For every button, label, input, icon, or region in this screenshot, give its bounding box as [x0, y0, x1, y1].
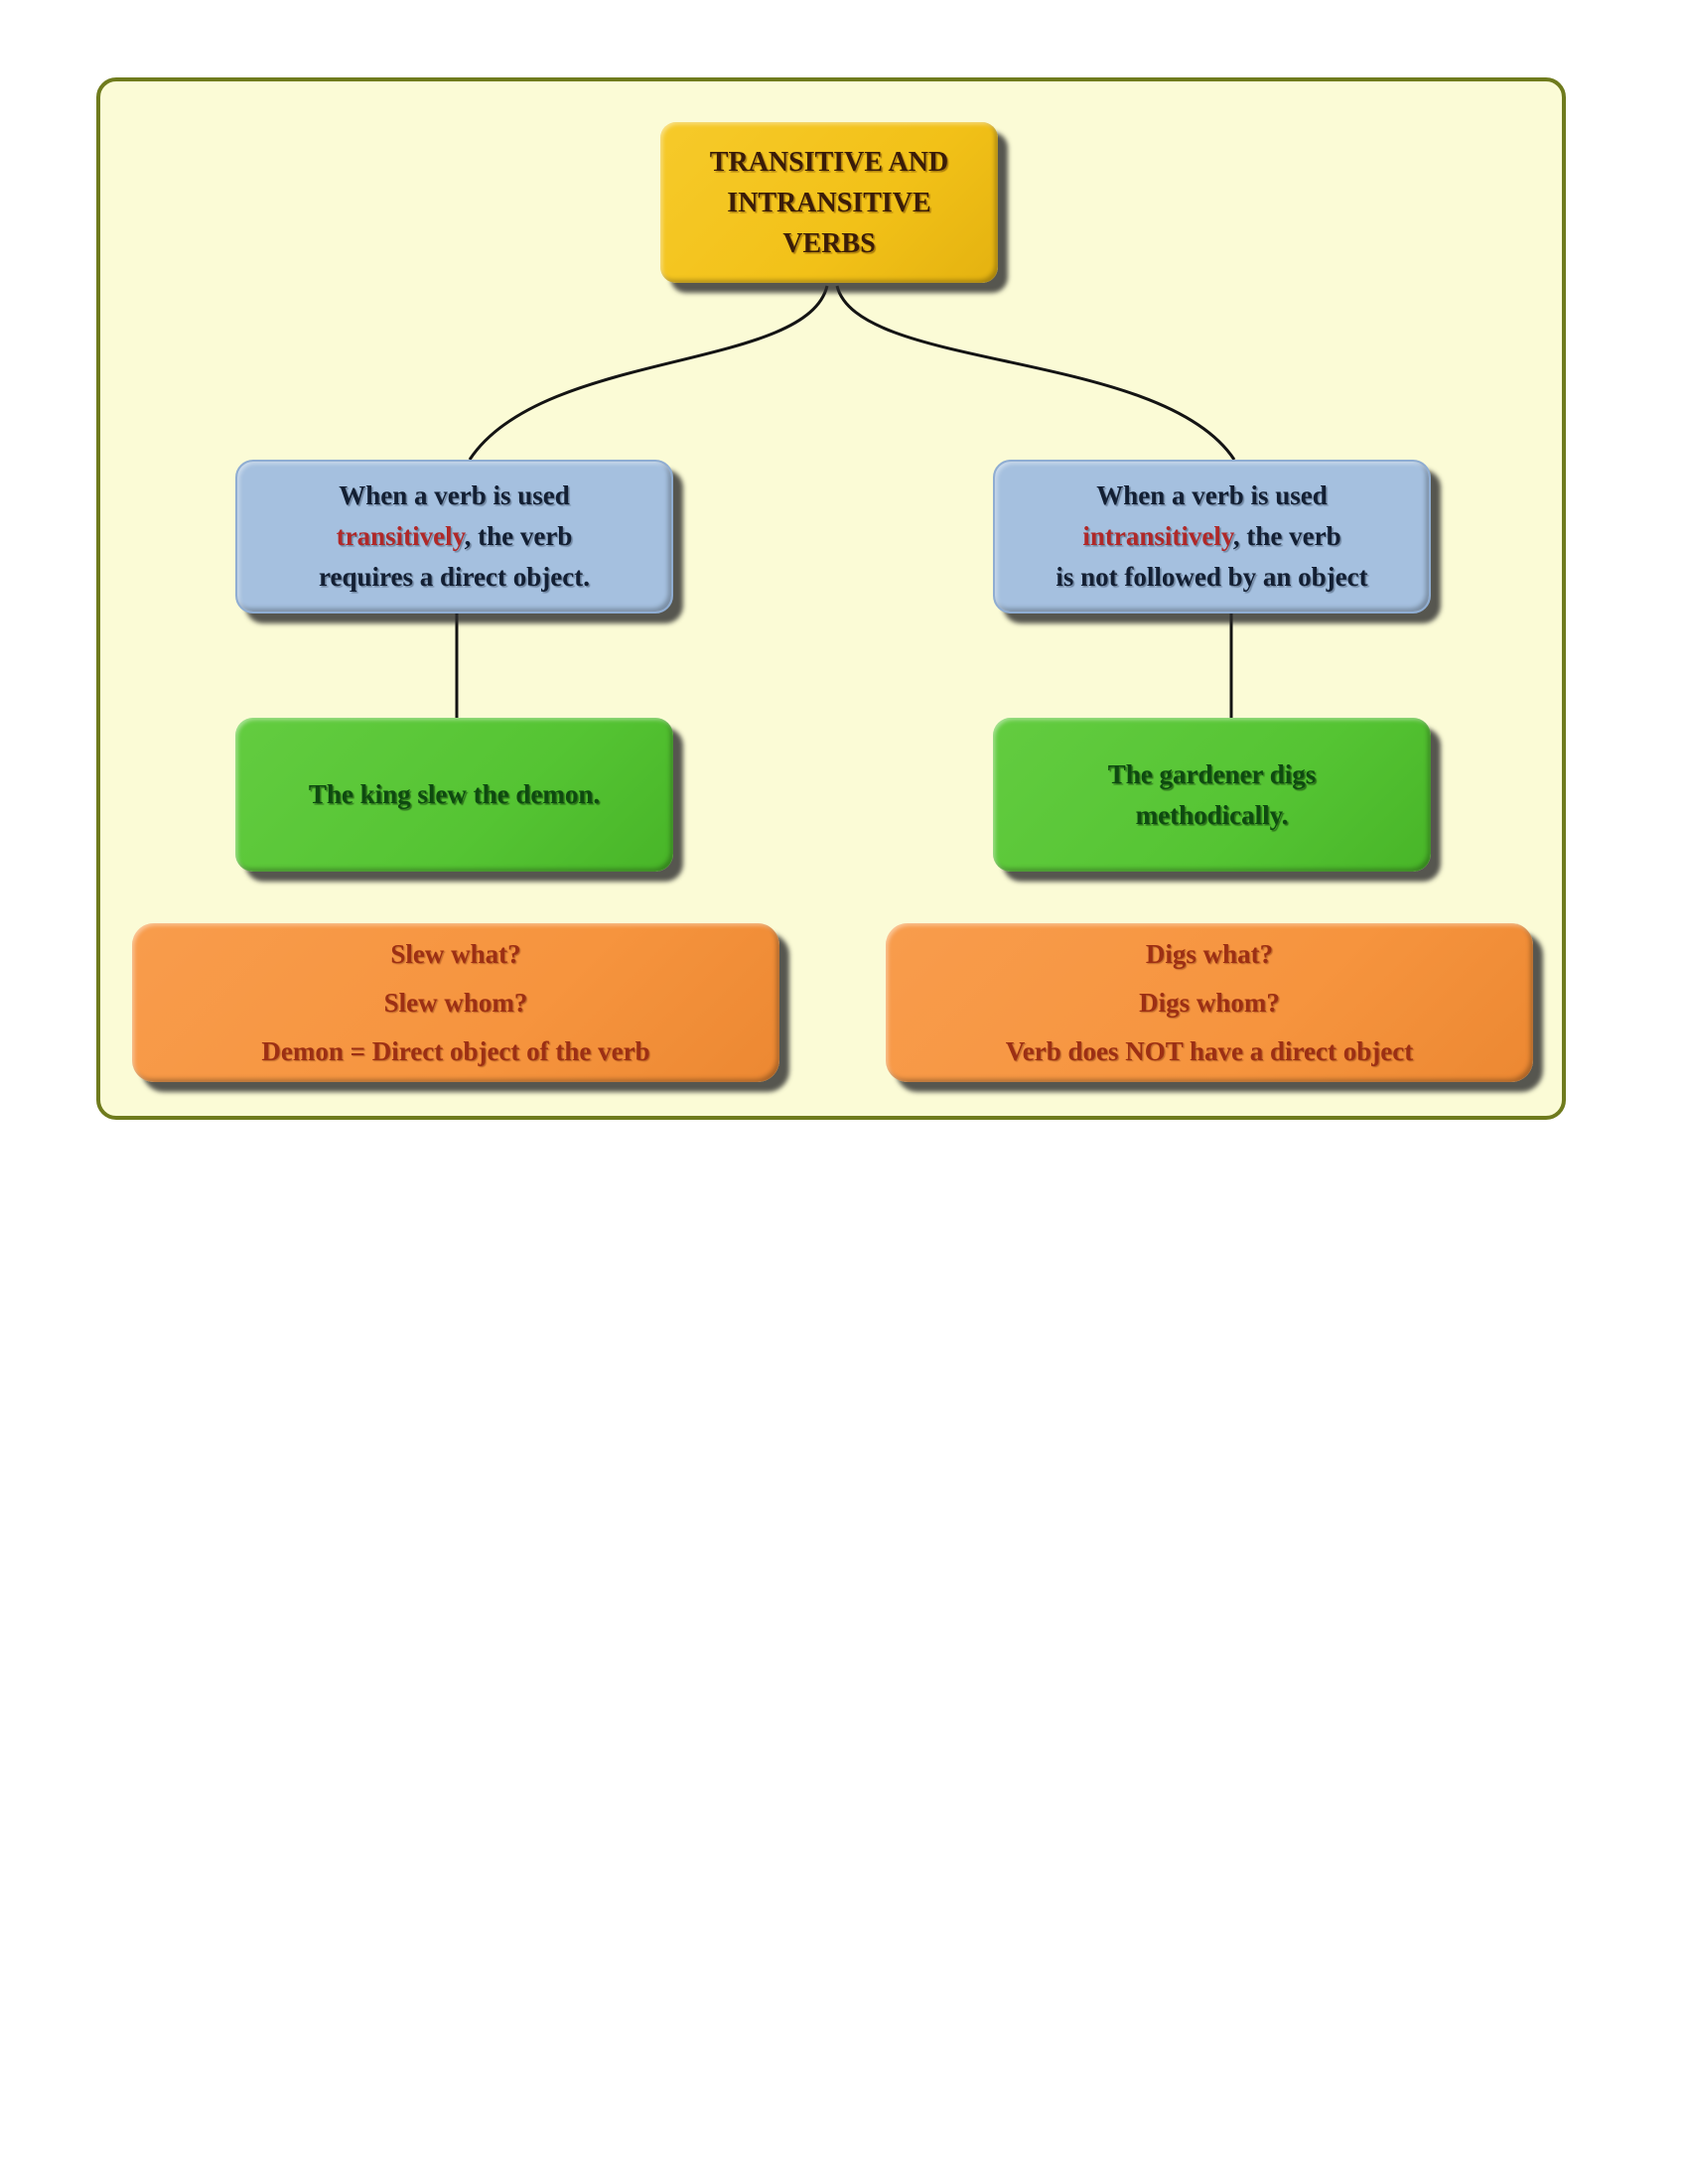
definition-line: intransitively, the verb — [1082, 516, 1340, 557]
definition-line: transitively, the verb — [337, 516, 573, 557]
transitive-example-box: The king slew the demon. — [235, 718, 673, 872]
definition-line: When a verb is used — [339, 480, 570, 510]
transitive-analysis-box: Slew what? Slew whom? Demon = Direct obj… — [132, 923, 779, 1082]
example-sentence: methodically. — [1135, 799, 1289, 830]
title-line: VERBS — [782, 227, 876, 259]
transitive-definition-box: When a verb is used transitively, the ve… — [235, 460, 673, 614]
intransitive-definition-box: When a verb is used intransitively, the … — [993, 460, 1431, 614]
example-sentence: The gardener digs — [1107, 758, 1317, 789]
intransitive-analysis-box: Digs what? Digs whom? Verb does NOT have… — [886, 923, 1533, 1082]
analysis-line: Slew whom? — [383, 987, 528, 1018]
analysis-line: Digs whom? — [1139, 987, 1280, 1018]
highlight-word-intransitively: intransitively — [1082, 521, 1233, 551]
highlight-word-transitively: transitively — [336, 521, 465, 551]
analysis-line: Digs what? — [1145, 938, 1274, 969]
analysis-line: Verb does NOT have a direct object — [1005, 1035, 1414, 1066]
title-box: TRANSITIVE AND INTRANSITIVE VERBS — [660, 122, 998, 283]
definition-line-rest: , the verb — [464, 521, 573, 551]
definition-line: is not followed by an object — [1055, 562, 1368, 592]
intransitive-example-box: The gardener digs methodically. — [993, 718, 1431, 872]
analysis-line: Demon = Direct object of the verb — [261, 1035, 650, 1066]
definition-line: When a verb is used — [1096, 480, 1328, 510]
title-line: INTRANSITIVE — [727, 187, 931, 218]
example-sentence: The king slew the demon. — [308, 779, 601, 809]
analysis-line: Slew what? — [390, 938, 521, 969]
title-line: TRANSITIVE AND — [709, 146, 949, 178]
definition-line-rest: , the verb — [1232, 521, 1341, 551]
definition-line: requires a direct object. — [319, 562, 590, 592]
